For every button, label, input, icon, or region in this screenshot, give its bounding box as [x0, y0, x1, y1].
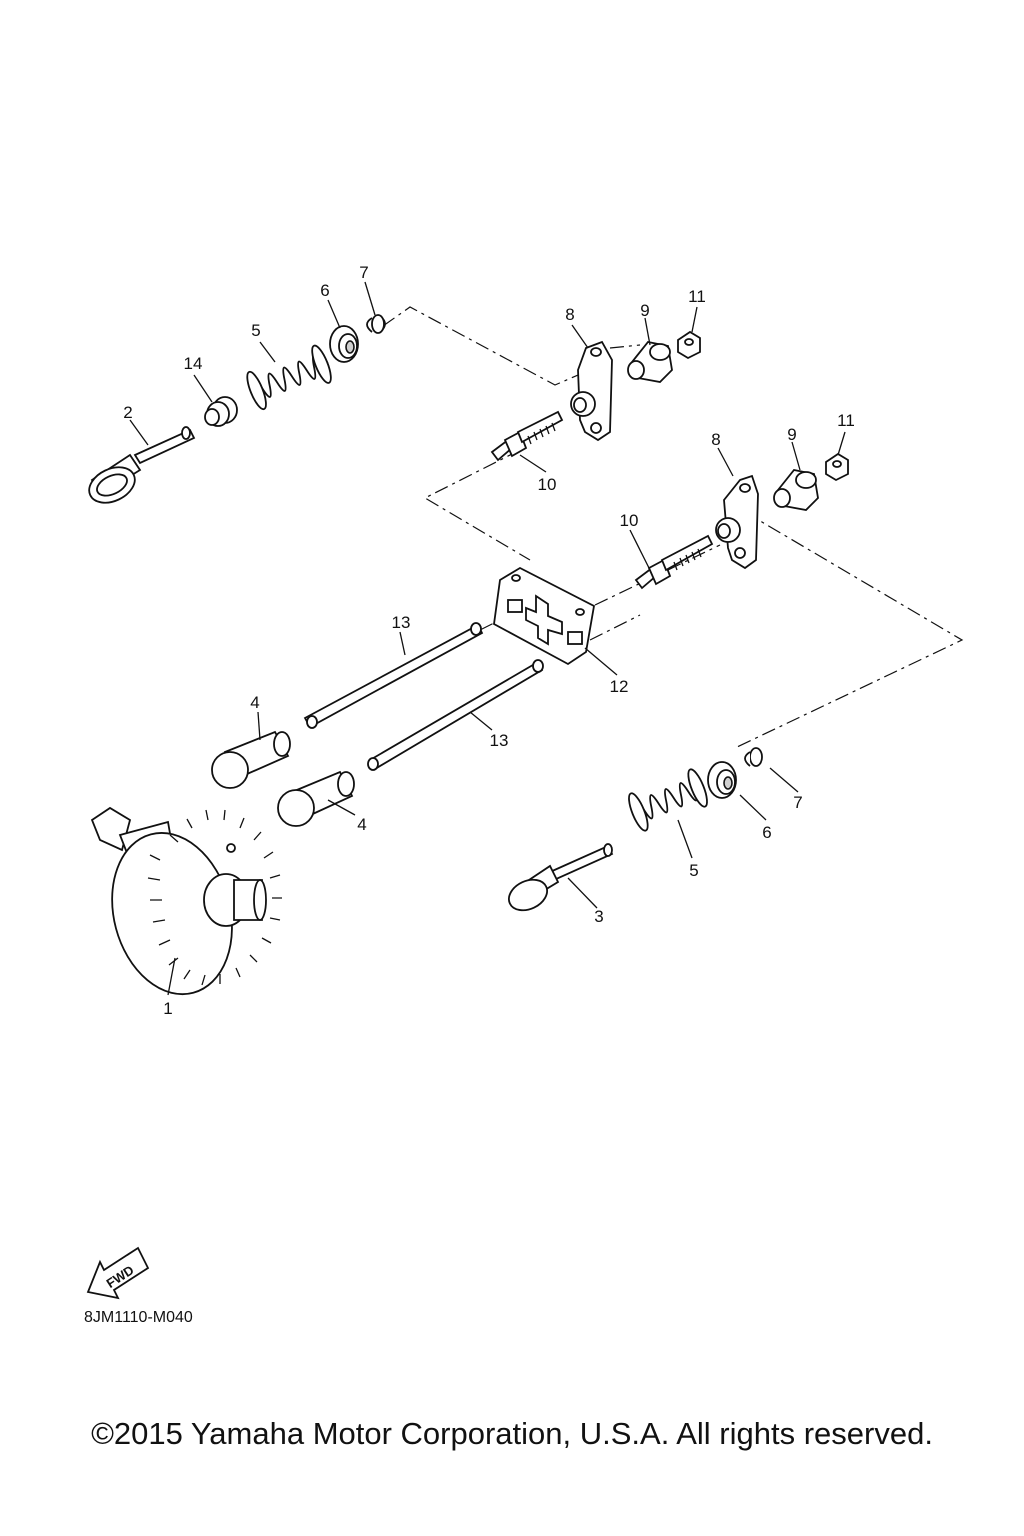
retainer-6-upper: [329, 325, 359, 363]
callout-11-upper: 11: [688, 287, 706, 306]
callout-10-upper: 10: [538, 475, 557, 494]
callout-9-lower: 9: [787, 425, 796, 444]
callout-7-lower: 7: [793, 793, 802, 812]
collet-7-lower: [744, 747, 763, 767]
stud-10-lower: [634, 534, 714, 590]
push-rod-13-upper: [303, 622, 484, 729]
guide-plate-12: [493, 566, 596, 666]
callout-5-upper: 5: [251, 321, 260, 340]
valve-3: [508, 843, 614, 912]
callout-8-upper: 8: [565, 305, 574, 324]
callout-7-upper: 7: [359, 263, 368, 282]
callout-1: 1: [163, 999, 172, 1018]
nut-11-upper: [677, 330, 701, 360]
spring-5-lower: [628, 768, 708, 832]
stud-10-upper: [490, 410, 564, 462]
callout-13-upper: 13: [392, 613, 411, 632]
callout-2: 2: [123, 403, 132, 422]
callout-4-upper: 4: [250, 693, 259, 712]
pivot-9-lower: [773, 469, 819, 511]
callout-4-lower: 4: [357, 815, 366, 834]
fwd-arrow-icon: FWD: [86, 1246, 150, 1300]
push-rod-13-lower: [367, 659, 544, 771]
valve-2: [88, 426, 196, 504]
stem-seal-14: [204, 396, 238, 427]
diagram-code: 8JM1110-M040: [84, 1309, 193, 1326]
callout-13-lower: 13: [490, 731, 509, 750]
tappet-4-lower: [277, 770, 355, 827]
callout-9-upper: 9: [640, 301, 649, 320]
spring-5-upper: [246, 344, 332, 411]
leader-lines: [129, 281, 846, 996]
callout-5-lower: 5: [689, 861, 698, 880]
callout-14: 14: [184, 354, 203, 373]
callout-12: 12: [610, 677, 629, 696]
callout-6-upper: 6: [320, 281, 329, 300]
rocker-arm-8-lower: [715, 474, 759, 570]
collet-7-upper: [366, 314, 386, 334]
retainer-6-lower: [707, 761, 737, 799]
callouts: 1 2 3 4 4 5 5 6 6 7 7 8 8 9 9 10 10 11 1…: [123, 263, 855, 1018]
pivot-9-upper: [627, 341, 673, 383]
copyright-notice: ©2015 Yamaha Motor Corporation, U.S.A. A…: [91, 1416, 933, 1451]
camshaft-gear-1: [90, 806, 282, 996]
tappet-4-upper: [211, 730, 291, 789]
alignment-lines: [382, 306, 964, 749]
callout-11-lower: 11: [837, 411, 855, 430]
callout-8-lower: 8: [711, 430, 720, 449]
callout-3: 3: [594, 907, 603, 926]
rocker-arm-8-upper: [570, 340, 613, 442]
callout-10-lower: 10: [620, 511, 639, 530]
nut-11-lower: [825, 452, 849, 482]
callout-6-lower: 6: [762, 823, 771, 842]
